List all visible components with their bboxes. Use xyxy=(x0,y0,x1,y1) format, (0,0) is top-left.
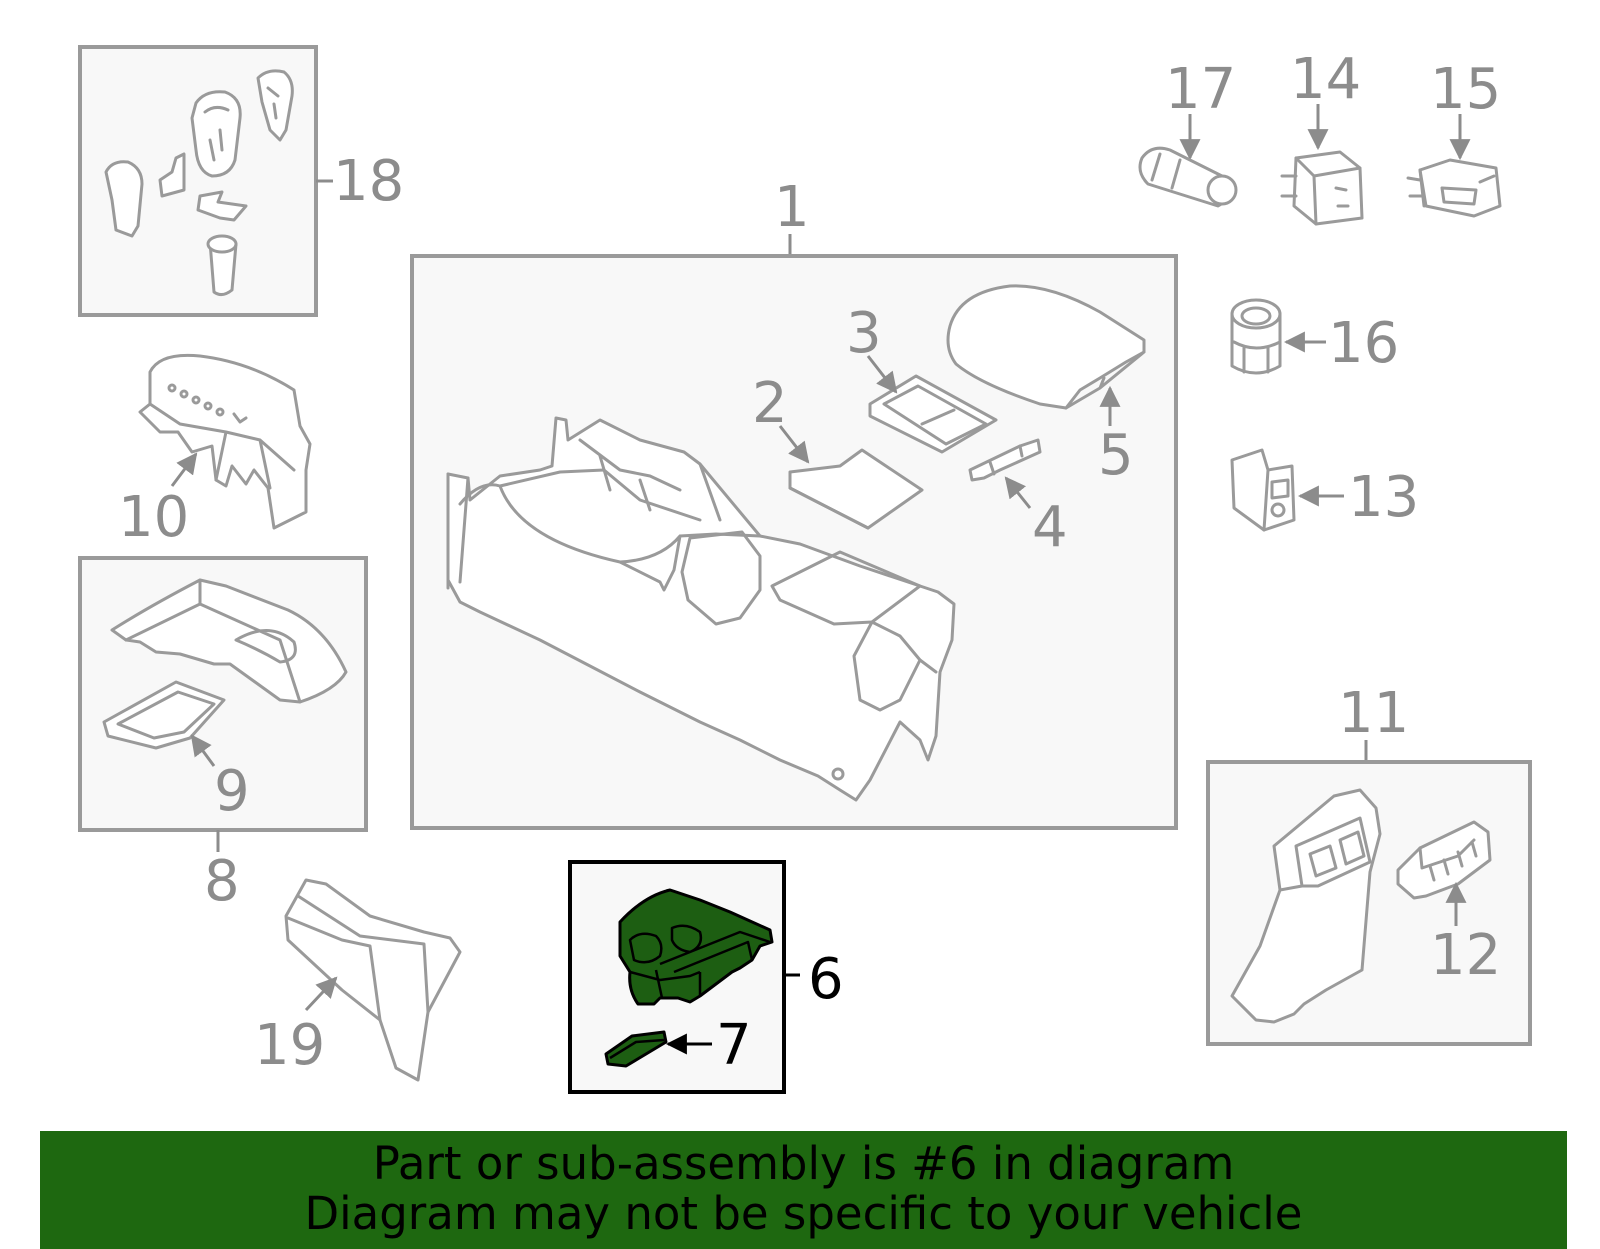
callout-14: 14 xyxy=(1290,47,1361,112)
callout-6: 6 xyxy=(808,947,844,1012)
part-6-group[interactable]: 6 7 xyxy=(568,860,844,1094)
callout-13: 13 xyxy=(1348,465,1419,530)
leader-3 xyxy=(866,355,898,394)
armrest-lid-5 xyxy=(946,284,1146,410)
callout-2: 2 xyxy=(752,371,788,436)
leader-19 xyxy=(304,976,338,1012)
part-11-group[interactable]: 11 12 xyxy=(1206,681,1532,1046)
cup-holder-detail xyxy=(628,924,771,999)
info-banner: Part or sub-assembly is #6 in diagram Di… xyxy=(40,1131,1567,1249)
callout-4: 4 xyxy=(1032,495,1068,560)
knob-tall xyxy=(190,90,242,178)
callout-12: 12 xyxy=(1430,923,1501,988)
part-1-group[interactable]: 1 2 3 4 5 xyxy=(410,175,1178,830)
clip-4 xyxy=(968,438,1042,482)
banner-line-2: Diagram may not be specific to your vehi… xyxy=(304,1187,1303,1240)
clip-flat xyxy=(196,190,248,222)
callout-10: 10 xyxy=(118,485,189,550)
part-17-group[interactable]: 17 xyxy=(1138,57,1238,208)
part-19-group[interactable]: 19 xyxy=(254,878,462,1082)
part-16-group[interactable]: 16 xyxy=(1230,298,1399,376)
part-15-group[interactable]: 15 xyxy=(1406,57,1502,218)
part-8-group[interactable]: 8 9 xyxy=(78,556,368,914)
leader-9 xyxy=(190,734,216,767)
callout-17: 17 xyxy=(1165,57,1236,122)
callout-15: 15 xyxy=(1430,57,1501,122)
part-14-group[interactable]: 14 xyxy=(1280,47,1364,226)
console-fastener xyxy=(831,767,845,781)
leader-4 xyxy=(1004,476,1032,509)
knob-left xyxy=(104,160,144,238)
aux-port-13 xyxy=(1230,448,1296,532)
clip-small xyxy=(158,152,186,198)
leader-2 xyxy=(778,425,810,464)
leader-10 xyxy=(170,452,198,487)
side-panel-19 xyxy=(284,878,462,1082)
callout-19: 19 xyxy=(254,1013,325,1078)
callout-11: 11 xyxy=(1338,681,1409,746)
console-body xyxy=(446,416,956,802)
callout-9: 9 xyxy=(214,759,250,824)
part-13-group[interactable]: 13 xyxy=(1230,448,1419,532)
switch-block-14 xyxy=(1292,150,1364,226)
callout-3: 3 xyxy=(846,301,882,366)
callout-1: 1 xyxy=(774,175,810,240)
part-10-group[interactable]: 10 xyxy=(118,353,312,550)
banner-line-1: Part or sub-assembly is #6 in diagram xyxy=(372,1137,1235,1190)
callout-8: 8 xyxy=(204,849,240,914)
callout-7: 7 xyxy=(716,1013,752,1078)
callout-18: 18 xyxy=(333,149,404,214)
part-18-group[interactable]: 18 xyxy=(78,45,404,317)
callout-5: 5 xyxy=(1098,423,1134,488)
shifter-bezel-8 xyxy=(110,578,348,704)
callout-16: 16 xyxy=(1328,311,1399,376)
